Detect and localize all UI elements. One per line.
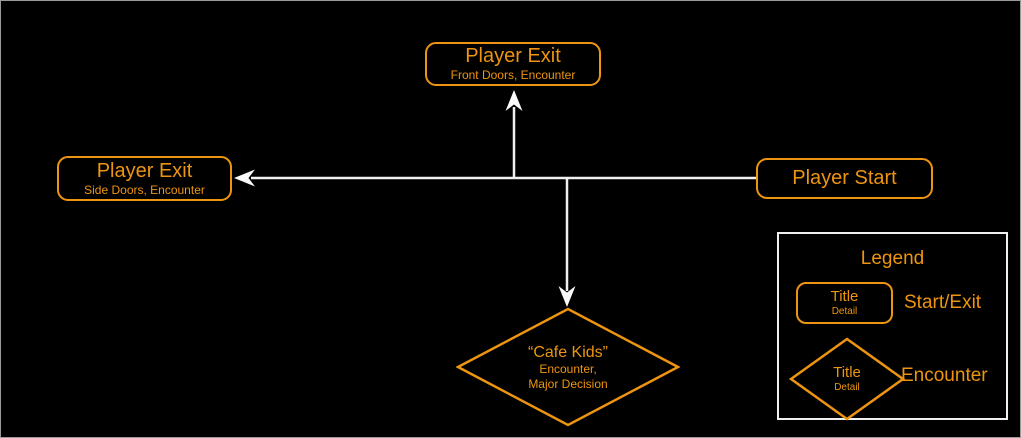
arrowhead-down-icon [558, 286, 576, 307]
legend-label-start-exit: Start/Exit [904, 292, 982, 313]
node-detail: Front Doors, Encounter [450, 68, 576, 83]
node-detail-line2: Major Decision [528, 376, 608, 391]
legend-diamond-icon [789, 337, 905, 421]
legend-panel: Legend Title Detail Start/Exit Title Det… [777, 232, 1008, 421]
legend-sample-title: Title [830, 288, 859, 306]
legend-sample-detail: Detail [831, 305, 858, 317]
node-detail-line1: Encounter, [539, 362, 597, 377]
arrowhead-left-icon [234, 169, 255, 187]
legend-label-encounter: Encounter [901, 365, 988, 386]
diamond-shape-icon [456, 307, 680, 427]
node-player-exit-front[interactable]: Player Exit Front Doors, Encounter [425, 42, 601, 86]
node-detail: Side Doors, Encounter [84, 182, 205, 197]
arrowhead-up-icon [505, 90, 523, 111]
legend-sample-detail: Detail [834, 381, 860, 393]
node-title: Player Exit [465, 45, 561, 68]
node-title: “Cafe Kids” [527, 344, 609, 362]
node-player-start[interactable]: Player Start [756, 158, 933, 199]
legend-sample-encounter: Title Detail [789, 337, 905, 421]
legend-title: Legend [860, 248, 925, 269]
legend-sample-start-exit: Title Detail [796, 282, 893, 324]
legend-sample-title: Title [833, 364, 861, 382]
node-cafe-kids-encounter[interactable]: “Cafe Kids” Encounter, Major Decision [456, 307, 680, 427]
node-player-exit-side[interactable]: Player Exit Side Doors, Encounter [57, 156, 232, 201]
node-title: Player Start [792, 167, 897, 189]
node-title: Player Exit [96, 159, 193, 182]
